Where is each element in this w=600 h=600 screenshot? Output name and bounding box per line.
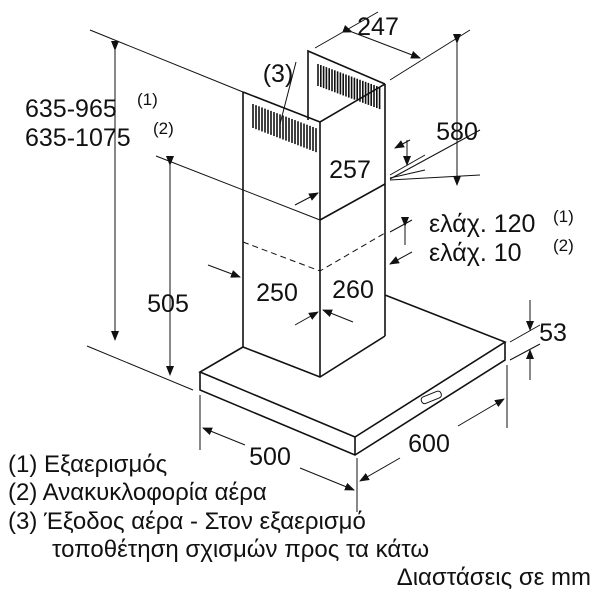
dim-257: 257 xyxy=(329,156,371,184)
min-distance-extraction: ελάχ. 120 xyxy=(429,210,535,238)
control-panel-button xyxy=(420,390,442,405)
height-range-recirculation: 635-1075 xyxy=(25,124,131,152)
chimney-bottom xyxy=(242,335,386,378)
legend-item-recirculation: (2) Ανακυκλοφορία αέρα xyxy=(8,479,267,506)
height-range-extraction: 635-965 xyxy=(25,95,117,123)
dimension-lines xyxy=(86,11,541,512)
dim-500: 500 xyxy=(249,443,291,471)
hood-canopy xyxy=(198,294,507,456)
dim-247: 247 xyxy=(357,13,399,41)
chimney-upper xyxy=(155,49,386,377)
outlet-ref-label: (3) xyxy=(263,60,294,88)
height-range-recirculation-ref: (2) xyxy=(153,119,174,138)
units-note: Διαστάσεις σε mm xyxy=(397,564,591,591)
height-range-extraction-ref: (1) xyxy=(137,90,158,109)
min-distance-extraction-ref: (1) xyxy=(553,207,574,226)
air-outlet-vents-icon xyxy=(252,64,381,153)
dim-260: 260 xyxy=(332,276,374,304)
min-distance-recirculation: ελάχ. 10 xyxy=(429,239,522,267)
min-distance-recirculation-ref: (2) xyxy=(553,236,574,255)
dim-505: 505 xyxy=(147,290,189,318)
legend-item-air-outlet: (3) Έξοδος αέρα - Στον εξαερισμό xyxy=(8,508,366,535)
dim-600: 600 xyxy=(408,430,450,458)
dim-53: 53 xyxy=(539,319,567,347)
dim-250: 250 xyxy=(256,279,298,307)
inner-chimney-dashed-line xyxy=(242,232,386,272)
dim-580: 580 xyxy=(436,118,478,146)
legend-item-air-outlet-note: τοποθέτηση σχισμών προς τα κάτω xyxy=(52,536,429,563)
legend-item-extraction: (1) Εξαερισμός xyxy=(8,451,167,478)
